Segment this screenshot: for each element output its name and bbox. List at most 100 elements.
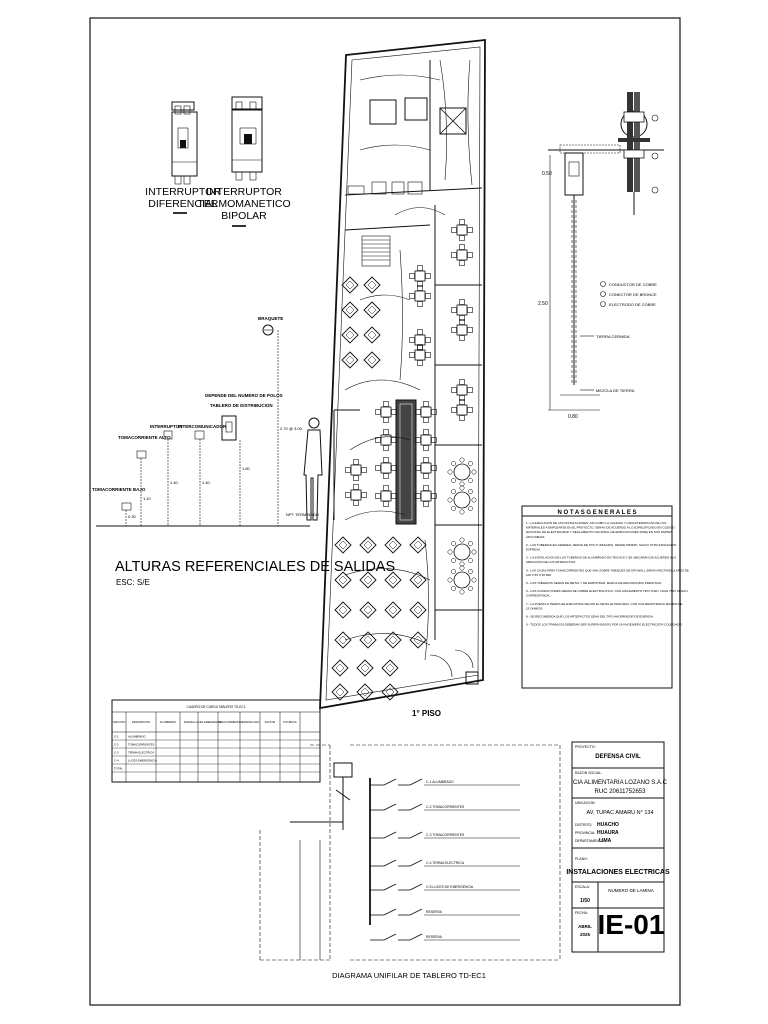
- table-diamond-icon: [359, 601, 377, 619]
- load-table-header: LUCES EMERGENCIA: [195, 720, 222, 724]
- table-four-seat-icon: [451, 299, 473, 321]
- load-table-cell: ALUMBRADO: [128, 735, 147, 739]
- table-diamond-icon: [334, 601, 352, 619]
- department-label: DEPARTAMENTO:: [575, 839, 605, 843]
- sheet-number: IE-01: [598, 909, 665, 940]
- table-round-icon: [447, 537, 477, 567]
- ground-label-mix: MEZCLA DE TIERRA: [596, 388, 635, 393]
- sheet-border: [89, 17, 681, 1006]
- load-table-cell: C-3: [114, 751, 119, 755]
- table-four-seat-icon: [451, 219, 473, 241]
- plan-label: PLANO:: [575, 857, 588, 861]
- ground-dim-top: 0.50: [542, 171, 552, 177]
- heights-scale: ESC: S/E: [116, 578, 150, 587]
- distribution-panel-icon: [221, 415, 241, 526]
- table-diamond-icon: [384, 601, 402, 619]
- table-four-seat-icon: [415, 429, 437, 451]
- plan-title: INSTALACIONES ELECTRICAS: [566, 869, 670, 876]
- note-line: UBICACION DE LOS ARTEFACTOS.: [526, 560, 576, 564]
- circuit-label: C-4 TERMA ELECTRICA: [426, 861, 465, 865]
- table-diamond-icon: [363, 326, 381, 344]
- address: AV. TUPAC AMARU N° 134: [586, 810, 653, 816]
- bipolar-breaker-icon: [231, 96, 263, 181]
- table-diamond-icon: [341, 326, 359, 344]
- company-label: RAZON SOCIAL:: [575, 771, 602, 775]
- note-line: NACIONAL DE ELECTRICIDAD Y REGLAMENTO NA…: [526, 530, 673, 534]
- table-diamond-icon: [341, 351, 359, 369]
- height-value-high: 1.10: [143, 496, 152, 501]
- table-diamond-icon: [409, 571, 427, 589]
- circuit-branch: C-2 TOMACORRIENTES: [370, 803, 520, 811]
- circuit-label: RESERVA: [426, 910, 443, 914]
- load-table-header: FUERZA: [184, 720, 195, 724]
- ground-label-soil: TIERRA CERNIDA: [596, 334, 630, 339]
- table-diamond-icon: [356, 659, 374, 677]
- load-table-caption: CUADRO DE CARGA TABLERO TD-EC1: [187, 705, 246, 709]
- notes-title: N O T A S G E N E R A L E S: [557, 510, 636, 516]
- note-line: APLICABLES.: [526, 535, 545, 539]
- table-four-seat-icon: [409, 285, 431, 307]
- load-table-cell: C-4: [114, 759, 119, 763]
- circuit-branch: RESERVA: [370, 908, 520, 916]
- outlet-high-icon: [136, 450, 147, 526]
- date-month: ABRIL: [578, 924, 592, 929]
- table-diamond-icon: [384, 631, 402, 649]
- single-line-title: DIAGRAMA UNIFILAR DE TABLERO TD-EC1: [332, 971, 486, 980]
- table-four-seat-icon: [409, 344, 431, 366]
- table-diamond-icon: [341, 276, 359, 294]
- dining-tables: [331, 219, 477, 701]
- differential-breaker-icon: [171, 101, 198, 185]
- load-table-header: ALUMBRADO: [160, 720, 176, 724]
- table-diamond-icon: [334, 571, 352, 589]
- note-line: MATERIALES A EMPLEARSE EN EL PROYECTO, S…: [526, 526, 675, 530]
- table-diamond-icon: [381, 683, 399, 701]
- circuit-label: C-2 TOMACORRIENTES: [426, 805, 465, 809]
- table-diamond-icon: [331, 683, 349, 701]
- grounding-detail: 0.50 2.50 0.80 CONDUCTOR DE COBRE CONECT…: [538, 92, 664, 420]
- table-four-seat-icon: [451, 319, 473, 341]
- ground-dim-depth: 2.50: [538, 301, 548, 307]
- circuit-label: RESERVA: [426, 935, 443, 939]
- table-diamond-icon: [409, 536, 427, 554]
- date-year: 2025: [580, 932, 591, 937]
- location-label: UBICACION:: [575, 801, 595, 805]
- load-table-header: DESCRIPCION: [132, 720, 150, 724]
- ground-legend: CONDUCTOR DE COBRE CONECTOR DE BRONCE EL…: [580, 281, 657, 393]
- note-line: 7.- LA PUESTA A TIERRA SE EJECUTARA SEGU…: [526, 602, 682, 606]
- note-line: 5.- LOS TABLEROS SERAN DE METAL Y DE EMP…: [526, 581, 662, 585]
- height-value-intercom: 1.40: [202, 480, 211, 485]
- load-table-header: TOMACORRIENTE: [218, 720, 241, 724]
- ground-legend-electrode: ELECTRODO DE COBRE: [609, 302, 656, 307]
- note-line: 2.- LAS TUBERIAS EN GENERAL SERAN DE PVC…: [526, 543, 676, 547]
- note-line: 100 X 55 X 50 MM.: [526, 573, 552, 577]
- table-diamond-icon: [334, 631, 352, 649]
- note-line: 9.- TODOS LOS TRABAJOS DEBERAN SER SUPER…: [526, 623, 683, 627]
- table-round-icon: [447, 457, 477, 487]
- table-four-seat-icon: [415, 457, 437, 479]
- note-line: EXPRESA.: [526, 548, 541, 552]
- table-four-seat-icon: [375, 457, 397, 479]
- department: LIMA: [599, 838, 612, 844]
- plan-outline: [319, 38, 486, 710]
- table-four-seat-icon: [451, 399, 473, 421]
- ground-legend-connector: CONECTOR DE BRONCE: [609, 292, 657, 297]
- differential-label-line-1: INTERRUPTOR: [145, 186, 221, 198]
- human-scale-figure-icon: [303, 417, 323, 521]
- table-diamond-icon: [363, 301, 381, 319]
- stair-icon: [361, 235, 391, 267]
- note-line: 6.- LOS CONDUCTORES SERAN DE COBRE ELECT…: [526, 589, 687, 593]
- load-table-header: POTENCIA: [283, 720, 297, 724]
- note-line: 1.- LA EJECUCION DE LAS INSTALACIONES, A…: [526, 521, 666, 525]
- intercom-icon: [194, 430, 205, 526]
- note-line: 15 OHMIOS.: [526, 606, 543, 610]
- circuit-branch: C-5 LUCES DE EMERGENCIA: [370, 883, 520, 891]
- project-name: DEFENSA CIVIL: [595, 754, 641, 760]
- load-table-cell: C-1: [114, 735, 119, 739]
- ground-dim-width: 0.80: [568, 414, 578, 420]
- table-four-seat-icon: [345, 484, 367, 506]
- load-table-header: FACTOR: [265, 720, 276, 724]
- province: HUAURA: [597, 830, 619, 836]
